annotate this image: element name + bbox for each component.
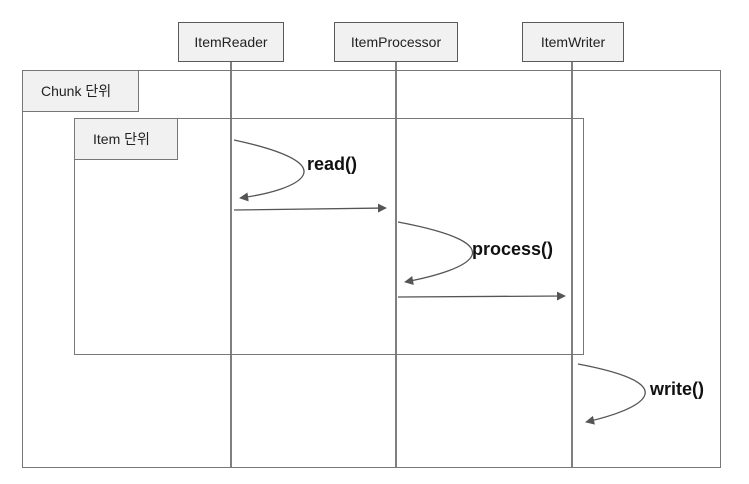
- read-message-label: read(): [307, 154, 358, 174]
- chunk-frame: [22, 70, 721, 468]
- read-self-call-arrow: [233, 139, 305, 202]
- actor-item-writer: ItemWriter: [522, 22, 624, 62]
- processor-to-writer-arrow: [397, 291, 566, 301]
- item-frame: [74, 118, 584, 355]
- reader-to-processor-arrow: [233, 203, 387, 213]
- write-message-label: write(): [650, 379, 704, 399]
- chunk-frame-label: Chunk 단위: [22, 70, 139, 112]
- actor-item-processor: ItemProcessor: [334, 22, 458, 62]
- write-self-call-arrow: [577, 363, 646, 425]
- actor-item-reader: ItemReader: [178, 22, 284, 62]
- item-frame-label: Item 단위: [74, 118, 178, 160]
- process-self-call-arrow: [397, 221, 474, 285]
- process-message-label: process(): [472, 239, 554, 259]
